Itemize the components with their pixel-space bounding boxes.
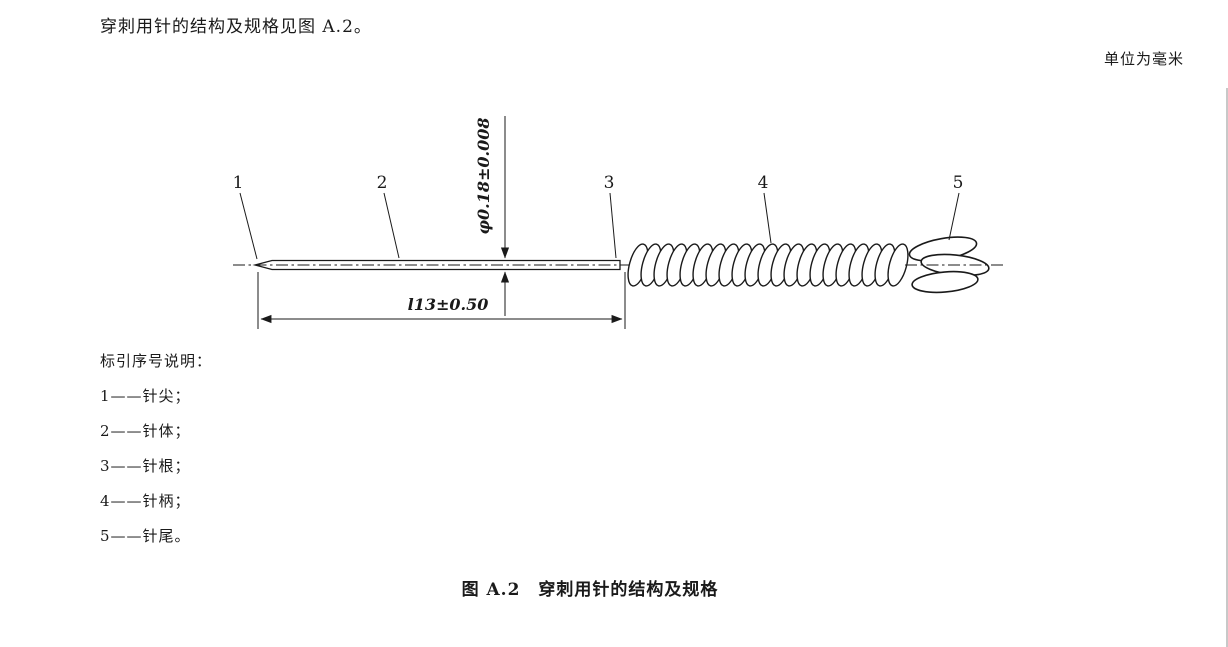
intro-paragraph: 穿刺用针的结构及规格见图 A.2。 bbox=[100, 17, 372, 37]
needle-figure-drawing: 1 2 3 4 5 φ0.18±0.008 l13±0.50 bbox=[233, 116, 1006, 329]
legend-title: 标引序号说明： bbox=[100, 352, 213, 370]
legend-item-3: 3——针根； bbox=[100, 457, 191, 475]
unit-note: 单位为毫米 bbox=[1103, 50, 1184, 68]
leader-line-1 bbox=[239, 192, 258, 260]
leader-line-5 bbox=[948, 192, 960, 241]
needle-handle-coil bbox=[627, 243, 909, 287]
figure-caption: 图 A.2 穿刺用针的结构及规格 bbox=[461, 580, 719, 600]
legend: 标引序号说明： 1——针尖； 2——针体； 3——针根； 4——针柄； 5——针… bbox=[100, 350, 212, 561]
legend-item-5: 5——针尾。 bbox=[100, 527, 191, 545]
leader-line-3 bbox=[609, 192, 617, 259]
legend-item-1: 1——针尖； bbox=[100, 387, 191, 405]
legend-item-4: 4——针柄； bbox=[100, 492, 191, 510]
diameter-dim-text: φ0.18±0.008 bbox=[474, 118, 493, 235]
legend-item-2: 2——针体； bbox=[100, 422, 191, 440]
needle-tail bbox=[908, 236, 990, 294]
part-label-1: 1 bbox=[233, 173, 244, 193]
leader-line-2 bbox=[383, 192, 400, 259]
leader-line-4 bbox=[763, 192, 772, 244]
scan-edge bbox=[1226, 88, 1228, 647]
part-label-4: 4 bbox=[758, 173, 769, 193]
part-label-2: 2 bbox=[377, 173, 388, 193]
part-label-5: 5 bbox=[953, 173, 964, 193]
length-dim-text: l13±0.50 bbox=[408, 295, 489, 314]
part-label-3: 3 bbox=[604, 173, 615, 193]
